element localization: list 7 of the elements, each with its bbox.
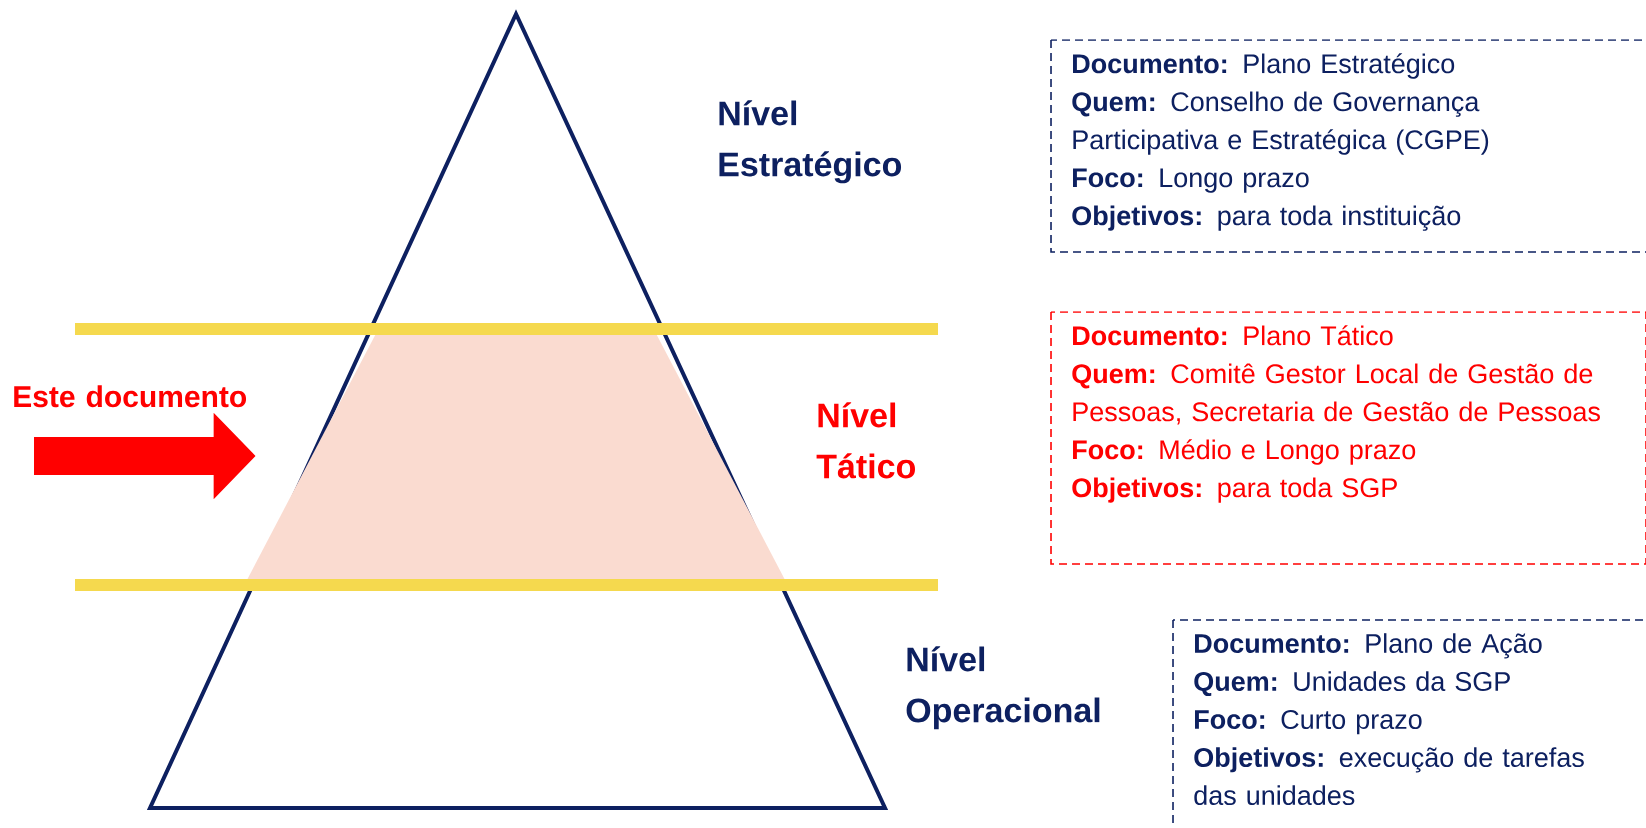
level-label: Nível Estratégico [719,100,902,184]
level-label: Nível Operacional [906,646,1100,730]
highlighted-band [246,332,786,580]
info-box: Documento: Plano de Ação Quem: Unidades da SGP Foco: Curto prazo Objetivos: execução de tarefas das unidades [1172,619,1646,828]
level-label: Nível Tático [816,402,915,479]
info-box: Documento: Plano Estratégico Quem: Conselho de Governança Participativa e Estratégica (CGPE) Foco: Longo prazo Objetivos: para toda instituição [1050,39,1646,253]
info-box: Documento: Plano Tático Quem: Comitê Gestor Local de Gestão de Pessoas, Secretaria de Gestão de Pessoas Foco: Médio e Longo prazo Objetivos: para toda SGP [1050,311,1646,565]
